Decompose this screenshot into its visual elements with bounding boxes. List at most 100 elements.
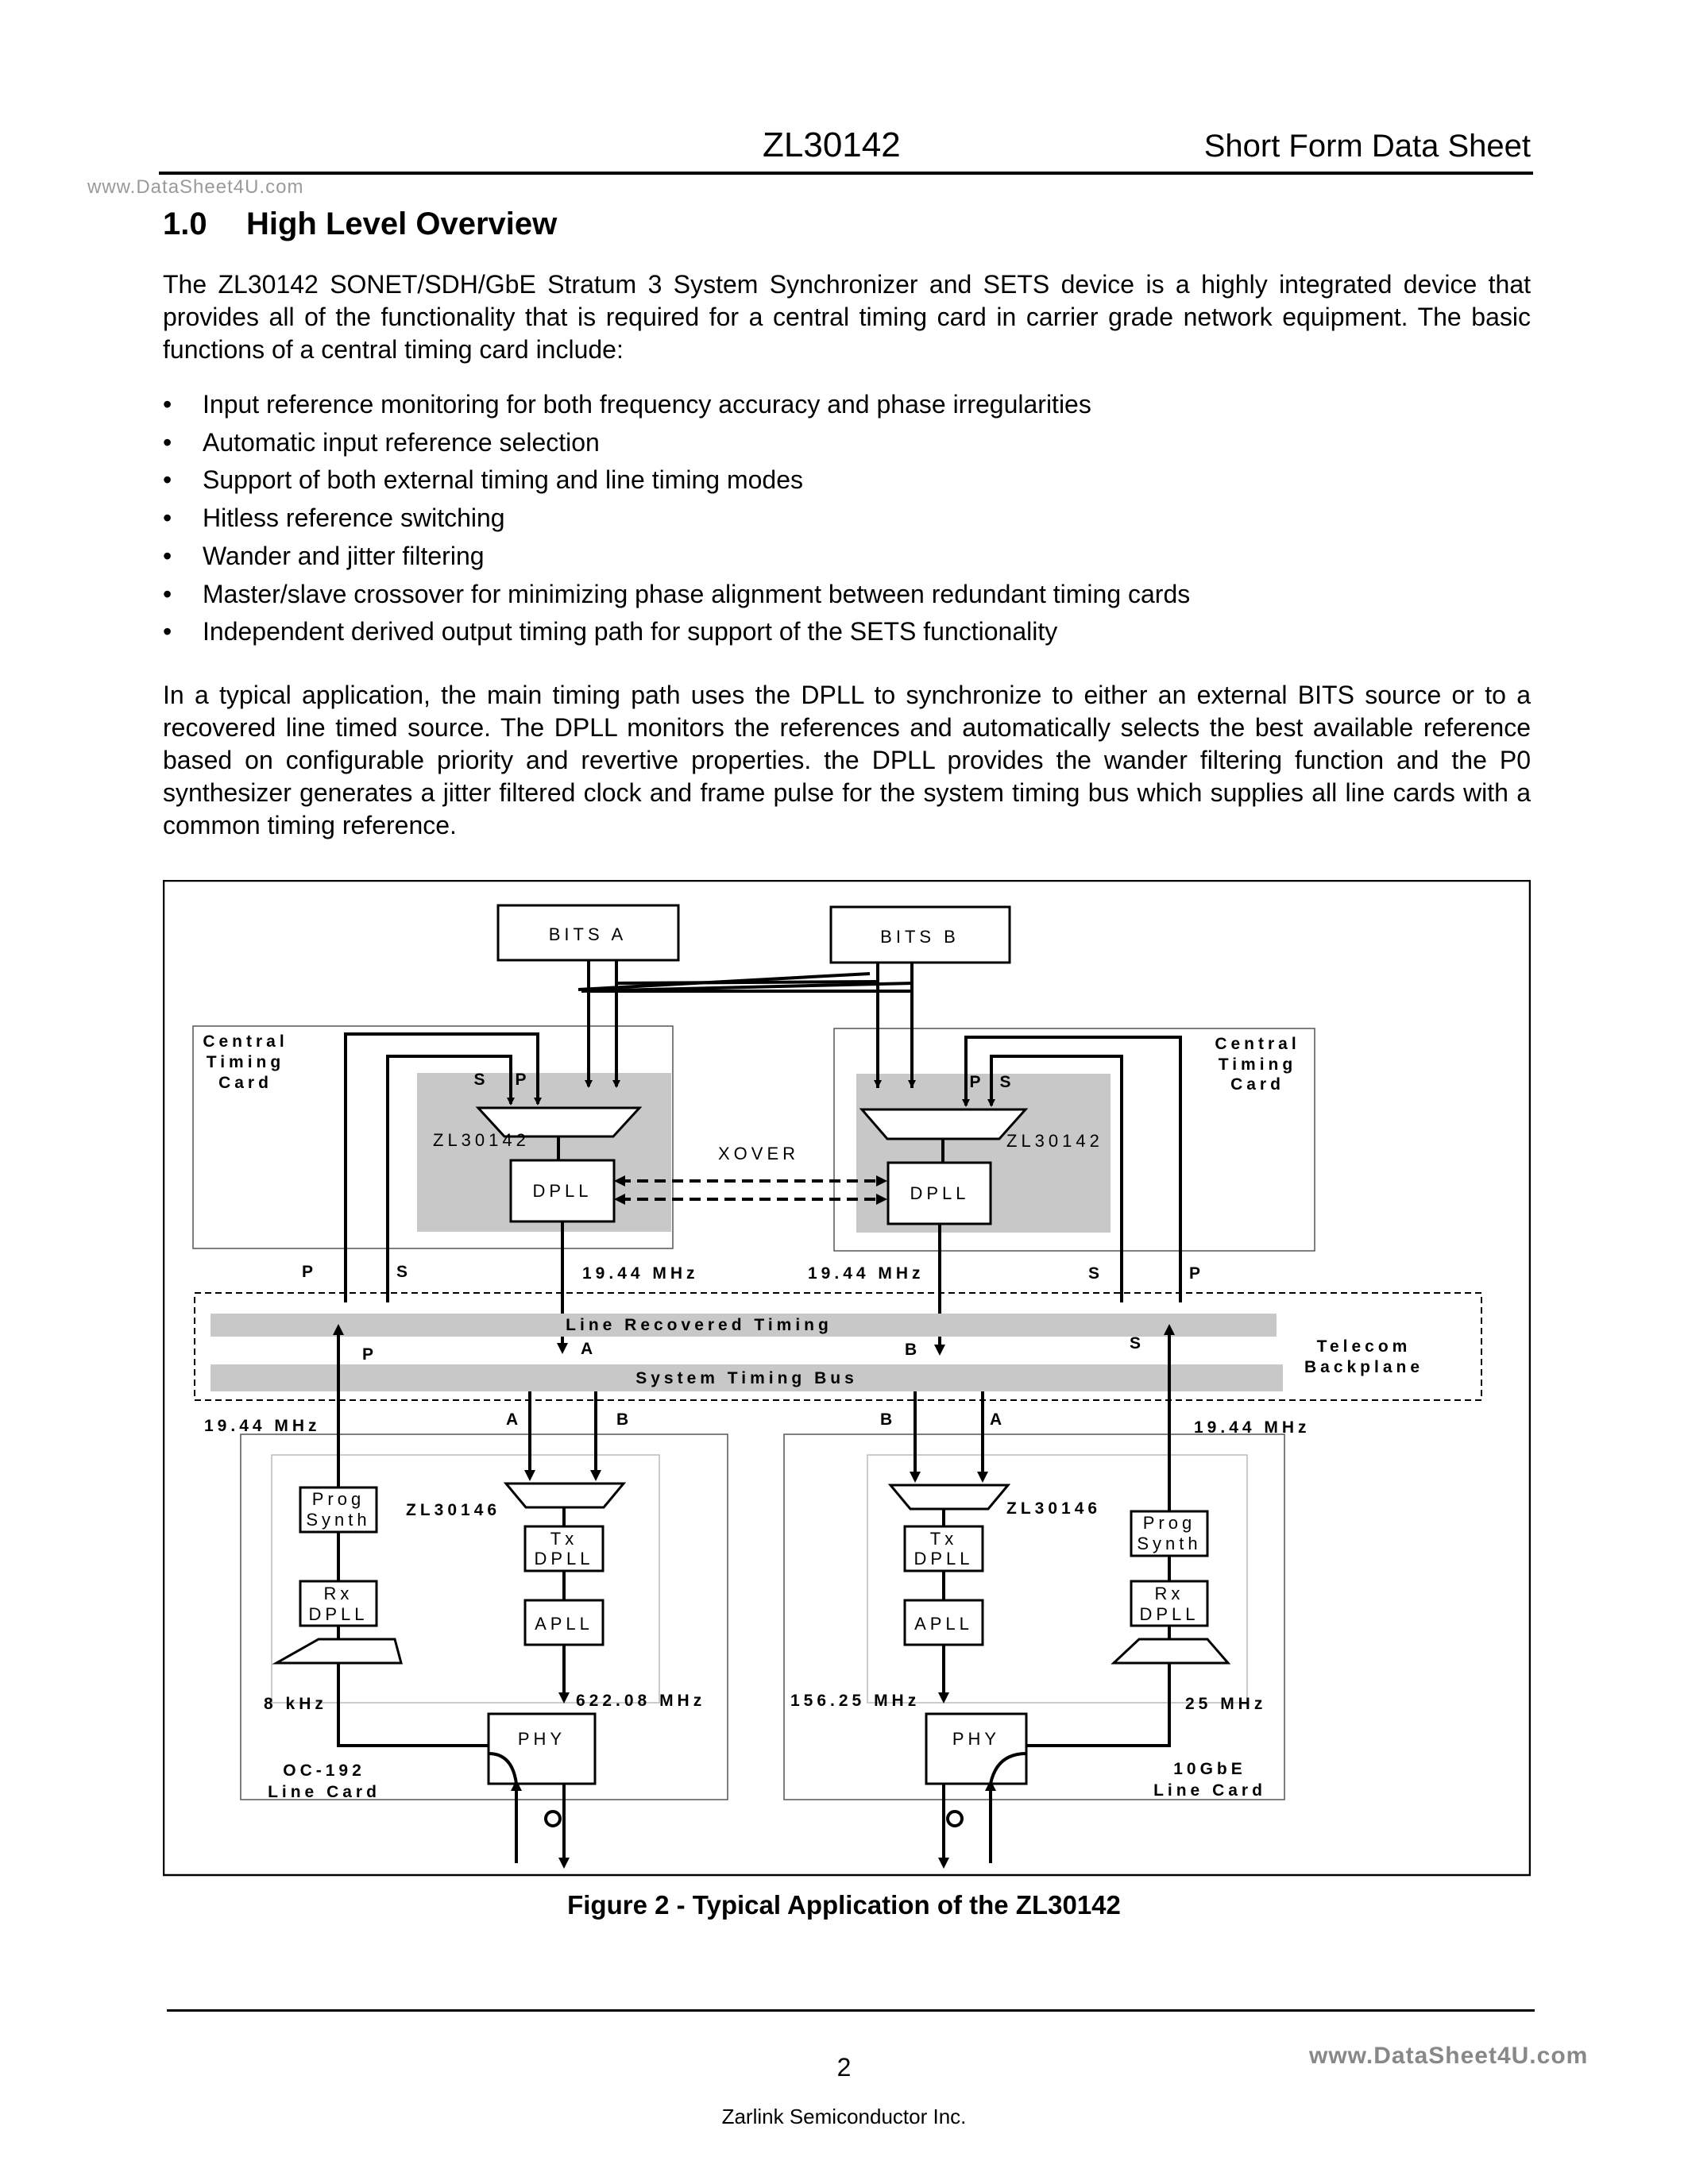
freq-15625: 156.25 MHz [790,1692,920,1710]
intro-paragraph: The ZL30142 SONET/SDH/GbE Stratum 3 Syst… [163,270,1531,364]
b-label-3: B [880,1410,896,1429]
rx-label-left: Rx [324,1584,353,1603]
central-card-right-label-3: Card [1230,1075,1284,1094]
dpll-left-label: DPLL [532,1181,592,1201]
tx-label-right: Tx [930,1529,957,1549]
diagram-frame [163,880,1531,1877]
line-recovered-timing-label: Line Recovered Timing [566,1316,832,1334]
prog-label-left: Prog [312,1489,365,1509]
dpll-right-label: DPLL [910,1183,969,1203]
figure-caption: Figure 2 - Typical Application of the ZL… [567,1890,1121,1920]
freq-1944-right-top: 19.44 MHz [808,1264,925,1283]
header-doc-type: Short Form Data Sheet [1203,129,1531,164]
central-card-left [192,1025,674,1249]
list-item: •Input reference monitoring for both fre… [163,386,1190,424]
phy-right [925,1712,1028,1785]
bits-b-label: BITS B [880,927,960,947]
phy-right-label: PHY [952,1729,1000,1749]
apll-left-label: APLL [535,1614,593,1634]
system-timing-bus-bar [211,1364,1283,1391]
tx-dpll-label-right: DPLL [914,1549,973,1569]
list-item: •Hitless reference switching [163,500,1190,538]
header-part-number: ZL30142 [763,125,901,164]
bits-a-box [496,904,680,962]
zl30146-left-label: ZL30146 [406,1501,500,1519]
xover-label: XOVER [718,1144,799,1163]
left-s-label: S [473,1071,489,1089]
a-label-1: A [581,1340,597,1358]
section-number: 1.0 [163,206,207,241]
a-label-3: A [990,1410,1006,1429]
bullet-icon: • [163,427,172,457]
list-item: •Wander and jitter filtering [163,538,1190,576]
section-title: High Level Overview [246,206,558,241]
list-item: •Support of both external timing and lin… [163,461,1190,500]
central-card-right-label-2: Timing [1219,1055,1296,1074]
central-card-left-label-1: Central [203,1032,288,1051]
telecom-label: Telecom [1317,1337,1412,1356]
bullet-icon: • [163,390,172,419]
b-label-2: B [616,1410,632,1429]
line-recovered-timing-bar [211,1314,1277,1337]
feature-list: •Input reference monitoring for both fre… [163,386,1190,651]
apll-right-label: APLL [914,1614,973,1634]
synth-label-left: Synth [306,1510,370,1530]
bullet-icon: • [163,579,172,608]
zl30146-left [271,1454,660,1704]
bits-a-label: BITS A [549,924,627,944]
central-card-left-label-2: Timing [207,1053,284,1071]
page-number: 2 [836,2053,852,2082]
gbe-line-card-label: Line Card [1153,1781,1266,1800]
rx-label-right: Rx [1155,1584,1184,1603]
phy-left [487,1712,597,1785]
tx-label-left: Tx [550,1529,577,1549]
s-label-1: S [396,1263,411,1281]
company-name: Zarlink Semiconductor Inc. [721,2105,967,2128]
left-p-label: P [515,1071,530,1089]
b-label-1: B [905,1341,921,1359]
application-paragraph: In a typical application, the main timin… [163,681,1531,839]
bullet-icon: • [163,617,172,646]
mux-rx-left [272,1638,403,1665]
bullet-icon: • [163,504,172,533]
mux-gbe [887,1484,1011,1511]
p-label-3: P [362,1345,377,1364]
rx-dpll-label-left: DPLL [308,1604,368,1624]
prog-label-right: Prog [1143,1513,1196,1533]
bits-wires [577,960,914,1088]
zl30142-right-label: ZL30142 [1006,1131,1103,1151]
freq-8k: 8 kHz [264,1695,327,1713]
list-item: •Automatic input reference selection [163,424,1190,462]
freq-1944-left: 19.44 MHz [204,1417,321,1435]
application-diagram: BITS A BITS B S P P S Central Timing Car… [163,880,1531,1877]
a-label-2: A [506,1410,522,1429]
zl30146-right-label: ZL30146 [1006,1499,1101,1518]
freq-1944-left-top: 19.44 MHz [582,1264,699,1283]
right-p-label: P [969,1073,984,1091]
watermark-bottom: www.DataSheet4U.com [1309,2043,1589,2069]
list-item: •Master/slave crossover for minimizing p… [163,576,1190,614]
zl30146-right [867,1454,1248,1704]
synth-label-right: Synth [1137,1534,1201,1553]
bullet-icon: • [163,465,172,495]
telecom-backplane [194,1292,1482,1401]
central-card-right [833,1028,1315,1252]
bullet-icon: • [163,541,172,570]
rx-dpll-label-right: DPLL [1139,1604,1199,1624]
phy-left-label: PHY [518,1729,566,1749]
mux-right [859,1108,1029,1140]
gbe-line-card [783,1433,1285,1800]
oc192-label: OC-192 [283,1761,365,1780]
dpll-right-box [886,1161,992,1225]
central-card-left-label-3: Card [218,1074,272,1092]
freq-25: 25 MHz [1185,1695,1266,1713]
backplane-label: Backplane [1304,1358,1423,1376]
section-heading: 1.0 High Level Overview [163,206,557,242]
list-item: •Independent derived output timing path … [163,613,1190,651]
mux-left [475,1106,643,1138]
watermark-top: www.DataSheet4U.com [87,176,304,198]
freq-1944-right: 19.44 MHz [1194,1418,1311,1437]
p-label-1: P [302,1263,317,1281]
system-timing-bus-label: System Timing Bus [635,1369,858,1387]
apll-right [903,1599,984,1646]
